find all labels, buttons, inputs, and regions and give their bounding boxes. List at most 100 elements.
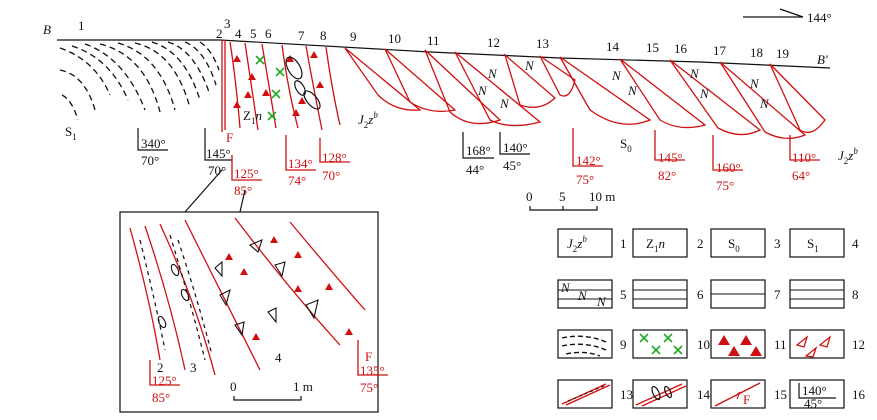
- svg-text:N: N: [611, 68, 622, 83]
- svg-text:18: 18: [750, 45, 763, 60]
- inset-scale-bar: 0 1 m: [230, 379, 313, 401]
- svg-text:N: N: [759, 96, 770, 111]
- svg-text:145°: 145°: [658, 150, 683, 165]
- azimuth-label: 144°: [807, 10, 832, 25]
- svg-text:3: 3: [224, 16, 231, 31]
- s1-folded-strata: [59, 41, 220, 121]
- north-arrow: 144°: [743, 8, 832, 25]
- svg-text:S0: S0: [728, 236, 740, 254]
- inset-panel: 2 3 4 125° 85° 135° 75° F 0 1 m: [119, 169, 388, 413]
- svg-text:4: 4: [852, 236, 859, 251]
- svg-text:J2zb: J2zb: [567, 234, 587, 254]
- svg-text:74°: 74°: [288, 173, 306, 188]
- svg-text:10: 10: [697, 337, 710, 352]
- svg-text:8: 8: [320, 28, 327, 43]
- svg-text:S1: S1: [807, 236, 819, 254]
- svg-text:70°: 70°: [322, 168, 340, 183]
- svg-text:9: 9: [620, 337, 627, 352]
- svg-text:16: 16: [852, 387, 866, 402]
- svg-text:4: 4: [275, 350, 282, 365]
- attitude-red-4: 142° 75°: [572, 128, 603, 187]
- svg-text:8: 8: [852, 287, 859, 302]
- j2zb-label-b: J2zb: [838, 146, 858, 166]
- attitude-red-2: 134° 74°: [285, 135, 316, 188]
- z1n-label: Z1n: [243, 108, 262, 126]
- svg-text:128°: 128°: [322, 150, 347, 165]
- svg-text:15: 15: [646, 40, 659, 55]
- svg-text:142°: 142°: [576, 153, 601, 168]
- svg-text:N: N: [577, 288, 588, 303]
- svg-text:0: 0: [230, 379, 237, 394]
- svg-text:17: 17: [713, 43, 727, 58]
- svg-text:340°: 340°: [141, 136, 166, 151]
- svg-text:64°: 64°: [792, 168, 810, 183]
- svg-text:5: 5: [559, 189, 566, 204]
- attitude-black-4: 140° 45°: [499, 132, 530, 173]
- svg-text:75°: 75°: [576, 172, 594, 187]
- svg-text:82°: 82°: [658, 168, 676, 183]
- svg-text:13: 13: [620, 387, 633, 402]
- svg-text:14: 14: [697, 387, 711, 402]
- svg-text:75°: 75°: [716, 178, 734, 193]
- svg-text:44°: 44°: [466, 162, 484, 177]
- svg-text:85°: 85°: [152, 390, 170, 405]
- svg-text:16: 16: [674, 41, 688, 56]
- svg-text:N: N: [596, 294, 607, 309]
- svg-text:10: 10: [388, 31, 401, 46]
- s0-label: S0: [620, 136, 632, 154]
- svg-text:6: 6: [265, 26, 272, 41]
- svg-text:2: 2: [697, 236, 704, 251]
- attitude-red-3: 128° 70°: [319, 138, 350, 183]
- svg-text:145°: 145°: [206, 146, 231, 161]
- svg-text:125°: 125°: [152, 373, 177, 388]
- svg-text:19: 19: [776, 46, 789, 61]
- svg-text:6: 6: [697, 287, 704, 302]
- svg-text:10 m: 10 m: [589, 189, 615, 204]
- j2zb-label-a: J2zb: [358, 110, 378, 130]
- s1-label: S1: [65, 124, 77, 142]
- svg-text:7: 7: [298, 28, 305, 43]
- svg-text:Z1n: Z1n: [646, 236, 665, 254]
- svg-text:168°: 168°: [466, 143, 491, 158]
- svg-text:70°: 70°: [141, 153, 159, 168]
- svg-text:134°: 134°: [288, 156, 313, 171]
- svg-text:160°: 160°: [716, 160, 741, 175]
- svg-text:70°: 70°: [208, 163, 226, 178]
- svg-text:2: 2: [157, 360, 164, 375]
- fault-label: F: [226, 130, 233, 145]
- svg-text:85°: 85°: [234, 183, 252, 198]
- svg-text:N: N: [487, 66, 498, 81]
- svg-text:N: N: [689, 66, 700, 81]
- svg-text:12: 12: [852, 337, 865, 352]
- svg-text:3: 3: [774, 236, 781, 251]
- svg-text:7: 7: [774, 287, 781, 302]
- svg-text:1: 1: [78, 18, 85, 33]
- cross-section: B B′ S1 F: [43, 16, 858, 198]
- svg-text:N: N: [627, 83, 638, 98]
- svg-text:110°: 110°: [792, 150, 816, 165]
- svg-text:0: 0: [526, 189, 533, 204]
- svg-text:11: 11: [774, 337, 787, 352]
- svg-text:11: 11: [427, 33, 440, 48]
- svg-text:140°: 140°: [802, 383, 827, 398]
- svg-text:3: 3: [190, 360, 197, 375]
- scale-bar-main: 0 5 10 m: [526, 189, 615, 211]
- svg-text:N: N: [699, 86, 710, 101]
- svg-text:135°: 135°: [360, 363, 385, 378]
- svg-text:13: 13: [536, 36, 549, 51]
- attitude-red-1: 125° 85°: [231, 155, 262, 198]
- inset-attitude-right: 135° 75° F: [357, 340, 388, 395]
- attitude-black-1: 340° 70°: [137, 128, 168, 168]
- svg-text:5: 5: [620, 287, 627, 302]
- jurassic-strata: N N N N N N N N N N: [344, 47, 826, 139]
- attitude-red-5: 145° 82°: [654, 130, 685, 183]
- svg-text:1: 1: [620, 236, 627, 251]
- svg-text:1 m: 1 m: [293, 379, 313, 394]
- attitude-black-3: 168° 44°: [462, 132, 494, 177]
- unit-numbers: 1 2 3 4 5 6 7 8 9 10 11 12 13 14 15 16 1…: [78, 16, 789, 61]
- svg-text:15: 15: [774, 387, 787, 402]
- section-start-label: B: [43, 22, 51, 37]
- section-end-label: B′: [817, 52, 828, 67]
- svg-text:2: 2: [216, 26, 223, 41]
- svg-text:5: 5: [250, 26, 257, 41]
